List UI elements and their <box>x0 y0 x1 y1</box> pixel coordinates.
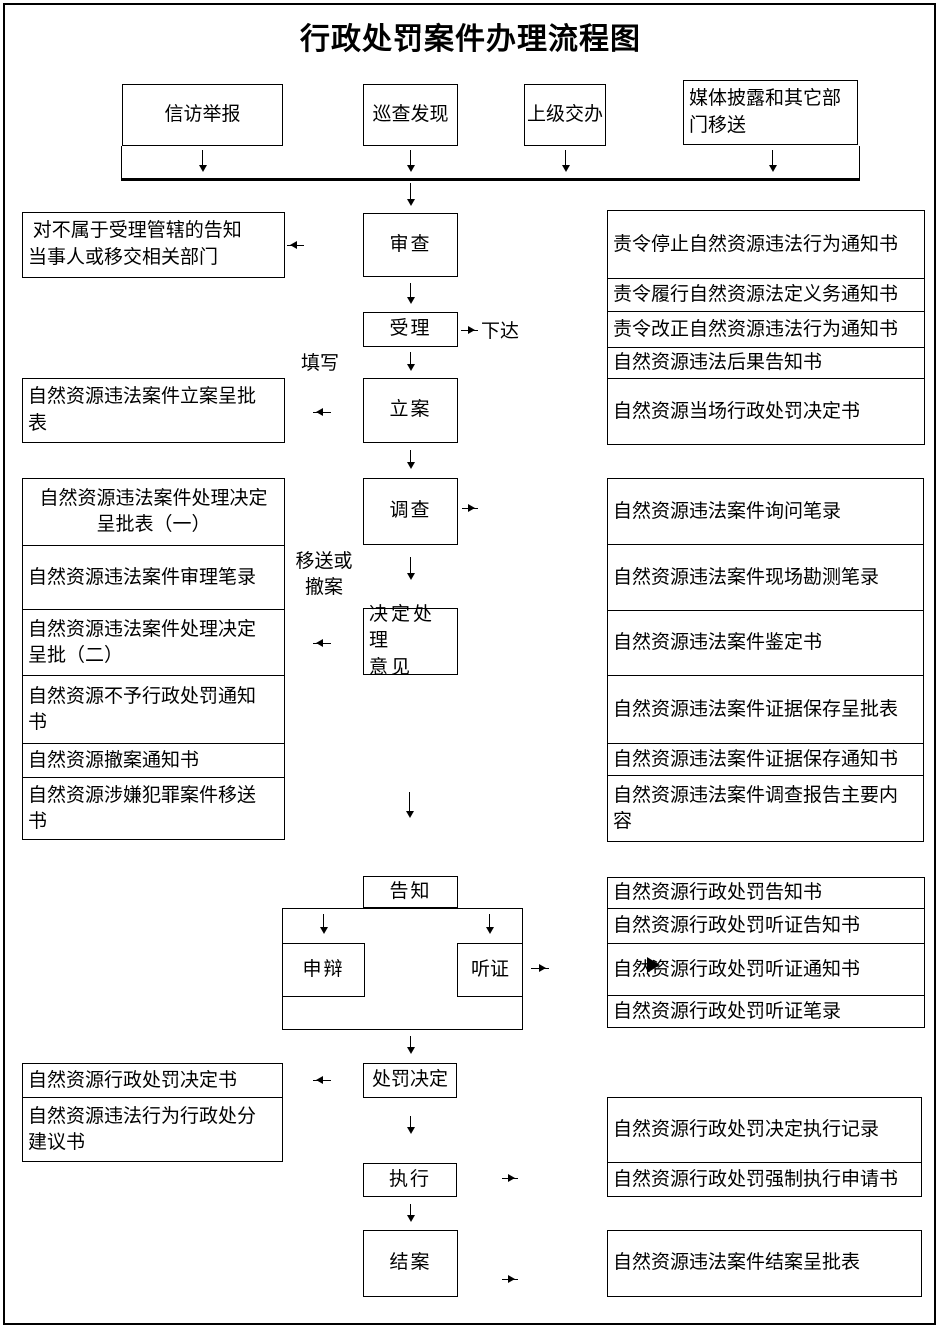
step-file-case: 立案 <box>363 378 458 443</box>
arrow-down <box>406 352 415 371</box>
doc-item: 责令改正自然资源违法行为通知书 <box>608 312 924 348</box>
doc-item: 自然资源涉嫌犯罪案件移送 书 <box>28 784 257 832</box>
doc-item: 自然资源行政处罚听证笔录 <box>613 1001 842 1023</box>
order-docs-group: 责令停止自然资源违法行为通知书 责令履行自然资源法定义务通知书 责令改正自然资源… <box>607 210 925 445</box>
arrow-down <box>406 450 415 469</box>
page-border <box>3 3 936 1325</box>
step-notify: 告知 <box>363 876 458 908</box>
arrow-right <box>502 1174 518 1182</box>
edge-label-transfer-or-withdraw: 移送或 撤案 <box>295 551 353 598</box>
source-collector-line <box>121 146 860 181</box>
arrow-left <box>313 639 331 647</box>
doc-item: 自然资源行政处罚听证告知书 <box>608 909 924 944</box>
arrow-left <box>313 1076 331 1084</box>
arrow-down <box>768 150 777 172</box>
arrow-right <box>502 1275 518 1283</box>
arrow-down <box>406 557 415 580</box>
doc-item: 自然资源行政处罚决定执行记录 <box>608 1098 921 1163</box>
doc-item: 责令履行自然资源法定义务通知书 <box>608 279 924 312</box>
arrow-left <box>313 408 331 416</box>
doc-item: 自然资源违法行为行政处分 建议书 <box>28 1105 257 1153</box>
source-superior-assignment: 上级交办 <box>524 84 606 146</box>
execution-docs-group: 自然资源行政处罚决定执行记录 自然资源行政处罚强制执行申请书 <box>607 1097 922 1197</box>
filing-form-box: 自然资源违法案件立案呈批 表 <box>22 378 285 443</box>
arrowhead-marker <box>647 957 660 973</box>
step-decision-opinion: 决定处理 意见 <box>363 604 458 678</box>
arrow-down <box>406 1036 415 1054</box>
arrow-down <box>561 150 570 172</box>
doc-item: 自然资源行政处罚决定书 <box>23 1064 282 1098</box>
closing-doc-box: 自然资源违法案件结案呈批表 <box>607 1230 922 1297</box>
doc-item: 自然资源违法案件证据保存通知书 <box>608 744 923 776</box>
edge-label-issue: 下达 <box>481 321 520 342</box>
step-accept: 受理 <box>363 312 458 347</box>
page-title: 行政处罚案件办理流程图 <box>300 23 641 56</box>
doc-item: 责令停止自然资源违法行为通知书 <box>608 211 924 279</box>
step-investigate: 调查 <box>363 478 458 545</box>
doc-item: 自然资源违法案件处理决定 呈批（二） <box>23 610 284 676</box>
decision-docs-group: 自然资源行政处罚决定书 自然资源违法行为行政处分 建议书 <box>22 1063 283 1162</box>
step-execute: 执行 <box>363 1163 457 1197</box>
hearing-docs-group: 自然资源行政处罚告知书 自然资源行政处罚听证告知书 自然资源行政处罚听证通知书 … <box>607 877 925 1028</box>
doc-item: 自然资源违法案件审理笔录 <box>23 546 284 610</box>
arrow-right <box>462 504 478 512</box>
doc-item: 自然资源行政处罚听证通知书 <box>608 944 924 996</box>
arrow-down <box>406 1116 415 1134</box>
step-penalty-decision: 处罚决定 <box>363 1063 457 1098</box>
step-review: 审查 <box>363 213 458 277</box>
edge-label-fill-in: 填写 <box>301 353 340 374</box>
arrow-down <box>485 914 494 934</box>
doc-item: 自然资源行政处罚告知书 <box>608 878 924 909</box>
source-media-transfer: 媒体披露和其它部 门移送 <box>683 80 858 145</box>
doc-item: 自然资源违法案件调查报告主要内 容 <box>613 784 899 832</box>
doc-item: 自然资源不予行政处罚通知 书 <box>23 676 284 744</box>
investigation-docs-group: 自然资源违法案件询问笔录 自然资源违法案件现场勘测笔录 自然资源违法案件鉴定书 … <box>607 478 924 842</box>
arrow-down <box>198 150 207 172</box>
arrow-down <box>405 792 414 818</box>
arrow-down <box>406 150 415 172</box>
step-defense: 申辩 <box>282 943 365 997</box>
doc-item: 自然资源违法案件证据保存呈批表 <box>608 676 923 744</box>
doc-item: 自然资源违法后果告知书 <box>608 348 924 379</box>
doc-item: 自然资源违法案件处理决定 呈批表（一） <box>23 479 284 546</box>
doc-item: 自然资源违法案件询问笔录 <box>608 479 923 545</box>
jurisdiction-notice-box: 对不属于受理管辖的告知 当事人或移交相关部门 <box>22 212 285 278</box>
arrow-left <box>287 241 304 249</box>
step-close-case: 结案 <box>363 1230 458 1297</box>
arrow-down <box>406 1204 415 1222</box>
arrow-down <box>406 183 415 206</box>
arrow-right <box>461 326 478 334</box>
arrow-right <box>531 964 549 972</box>
handling-docs-group: 自然资源违法案件处理决定 呈批表（一） 自然资源违法案件审理笔录 自然资源违法案… <box>22 478 285 840</box>
source-petition-report: 信访举报 <box>122 84 283 146</box>
doc-item: 自然资源撤案通知书 <box>23 744 284 778</box>
doc-item: 自然资源当场行政处罚决定书 <box>613 400 861 422</box>
source-patrol-discovery: 巡查发现 <box>363 84 458 146</box>
doc-item: 自然资源违法案件现场勘测笔录 <box>608 545 923 611</box>
doc-item: 自然资源违法案件鉴定书 <box>608 611 923 676</box>
doc-item: 自然资源行政处罚强制执行申请书 <box>613 1168 899 1190</box>
step-hearing: 听证 <box>457 943 523 997</box>
arrow-down <box>406 283 415 304</box>
arrow-down <box>319 914 328 934</box>
